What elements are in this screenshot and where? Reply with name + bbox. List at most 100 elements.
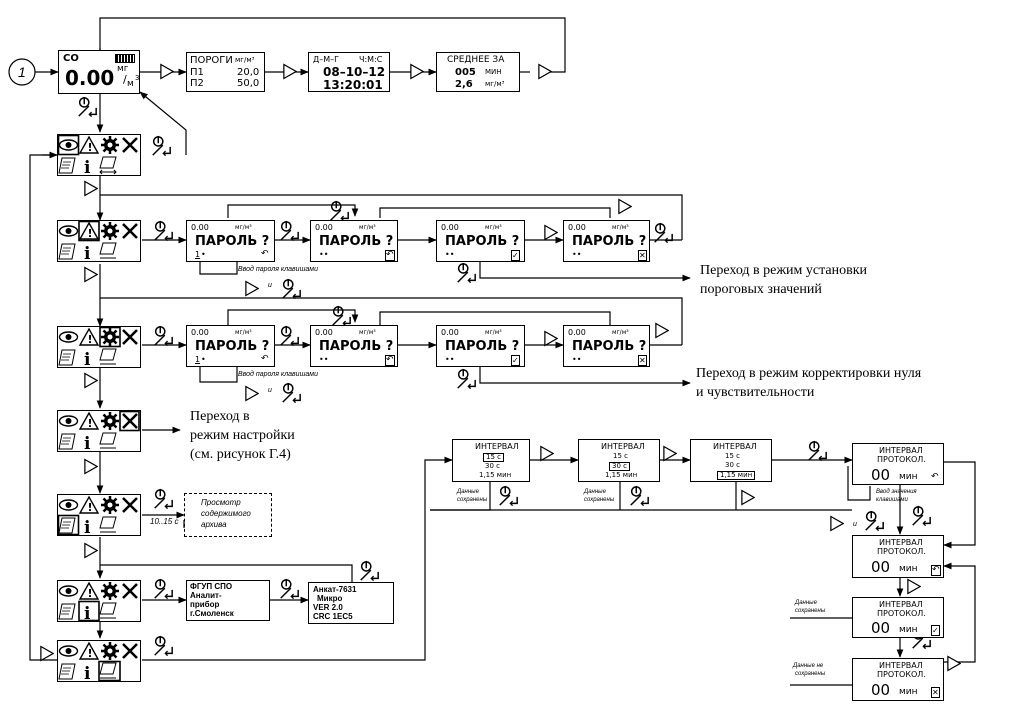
menu-icons: ! i	[57, 134, 138, 178]
protocol-screen-confirm: ИНТЕРВАЛ ПРОТОКОЛ. 00 мин ✓	[852, 597, 944, 638]
archive-time: 10..15 с	[150, 517, 179, 526]
pw-dot: •	[201, 250, 206, 259]
eye-icon	[58, 585, 79, 597]
info-icon: i	[84, 158, 91, 178]
return-boxed-icon: ↶	[385, 355, 395, 366]
tools-icon	[122, 223, 138, 239]
interval-opt-30s: 30 с	[725, 461, 740, 469]
gear-icon	[101, 496, 119, 514]
pw-dots: ••	[319, 250, 329, 259]
pw-and-2: и	[268, 387, 272, 394]
pw-hint: Ввод пароля клавишами	[238, 266, 318, 273]
interval-opt-115m: 1,15 мин	[479, 471, 512, 479]
org-line-1: ФГУП СПО	[190, 582, 233, 591]
interval-icon	[99, 432, 117, 449]
pw-value: 0.00	[568, 223, 586, 232]
average-minutes: 005	[455, 67, 476, 78]
pw-unit: мг/м³	[359, 224, 376, 231]
protocol-value: 00	[871, 466, 891, 484]
cancel-icon: ✕	[638, 355, 647, 366]
svg-text:!: !	[88, 647, 93, 660]
co-unit-top: мг	[117, 64, 129, 74]
note-setup-1: Переход в	[190, 409, 250, 424]
protocol-title-2: ПРОТОКОЛ.	[877, 609, 926, 618]
cancel-icon: ✕	[638, 250, 647, 261]
interval-title: ИНТЕРВАЛ	[713, 442, 757, 451]
eye-icon	[58, 499, 79, 511]
gear-icon	[101, 136, 119, 154]
tools-icon	[122, 137, 138, 153]
menu-view[interactable]: ! i	[57, 134, 141, 178]
pw-and: и	[268, 282, 272, 289]
interval-screen-115m: ИНТЕРВАЛ 15 с 30 с 1,15 мин	[690, 439, 772, 482]
pw-digit: 1	[195, 250, 201, 259]
tools-icon	[122, 329, 138, 345]
eye-icon	[58, 139, 79, 151]
svg-text:i: i	[84, 664, 91, 681]
archive-icon	[58, 433, 76, 450]
time-header: Ч:М:С	[359, 55, 383, 64]
archive-icon	[58, 603, 76, 620]
svg-text:i: i	[84, 434, 91, 451]
about-device-screen: Анкат-7631 Микро VER 2.0 CRC 1EC5	[308, 582, 394, 624]
svg-text:!: !	[88, 141, 93, 154]
menu-icons: ! i	[58, 410, 140, 454]
gear-icon	[101, 328, 119, 346]
interval-opt-115m: 1,15 мин	[717, 471, 756, 480]
pw-prompt: ПАРОЛЬ ?	[445, 234, 520, 249]
note-zero-1: Переход в режим корректировки нуля	[696, 366, 922, 381]
saved-label-3: Данные	[584, 489, 606, 495]
pw-value: 0.00	[191, 328, 209, 337]
password-screen-confirm: 0.00 мг/м³ ПАРОЛЬ ? •• ✓	[436, 220, 525, 262]
warning-icon: !	[78, 327, 100, 346]
pw-dots: ••	[572, 250, 582, 259]
interval-icon	[99, 242, 117, 259]
pw-prompt: ПАРОЛЬ ?	[572, 234, 647, 249]
password-screen-cancel-2: 0.00 мг/м³ ПАРОЛЬ ? •• ✕	[563, 325, 650, 367]
password-screen-return-2: 0.00 мг/м³ ПАРОЛЬ ? •• ↶	[310, 325, 398, 367]
archive-icon	[58, 349, 76, 366]
pw-dots: ••	[572, 355, 582, 364]
svg-text:i: i	[84, 604, 91, 621]
svg-text:!: !	[88, 333, 93, 346]
svg-text:!: !	[88, 587, 93, 600]
gear-icon	[101, 412, 119, 430]
device-line-2: Микро	[317, 594, 343, 603]
interval-and: и	[853, 521, 857, 528]
protocol-unit: мин	[899, 625, 918, 635]
menu-interval[interactable]: ! i	[57, 640, 141, 684]
info-icon: i	[84, 518, 91, 538]
pw-prompt: ПАРОЛЬ ?	[195, 339, 270, 354]
password-screen-confirm-2: 0.00 мг/м³ ПАРОЛЬ ? •• ✓	[436, 325, 525, 367]
password-screen-digit: 0.00 мг/м³ ПАРОЛЬ ? 1 • ↶	[186, 220, 275, 262]
check-icon: ✓	[511, 250, 520, 261]
thresholds-title: ПОРОГИ	[190, 55, 233, 66]
protocol-unit: мин	[899, 687, 918, 697]
interval-hint-1: Ввод значения	[876, 489, 917, 495]
archive-icon	[58, 663, 76, 680]
check-icon: ✓	[511, 355, 520, 366]
menu-icons: ! i	[58, 581, 138, 624]
return-boxed-icon: ↶	[385, 250, 395, 261]
pw-dots: ••	[319, 355, 329, 364]
pw-unit: мг/м³	[612, 224, 629, 231]
co-value: 0.00	[65, 66, 115, 90]
menu-settings[interactable]: ! i	[57, 326, 141, 370]
menu-archive[interactable]: ! i	[57, 494, 141, 538]
protocol-title-1: ИНТЕРВАЛ	[879, 600, 923, 609]
archive-line-3: архива	[201, 520, 227, 529]
gear-icon	[101, 582, 119, 600]
menu-icons: ! i	[58, 641, 138, 684]
device-line-3: VER 2.0	[313, 603, 343, 612]
info-icon: i	[84, 604, 91, 624]
average-title: СРЕДНЕЕ ЗА	[447, 55, 505, 65]
menu-tools[interactable]: ! i	[57, 410, 141, 454]
warning-icon: !	[78, 641, 100, 660]
menu-info[interactable]: ! i	[57, 580, 141, 624]
interval-icon	[99, 348, 117, 365]
menu-alarm[interactable]: ! i	[57, 220, 141, 264]
saved-label-5: Данные	[795, 600, 817, 606]
pw-prompt: ПАРОЛЬ ?	[319, 339, 394, 354]
interval-icon	[99, 156, 117, 175]
archive-view-box: Просмотр содержимого архива	[184, 493, 272, 537]
